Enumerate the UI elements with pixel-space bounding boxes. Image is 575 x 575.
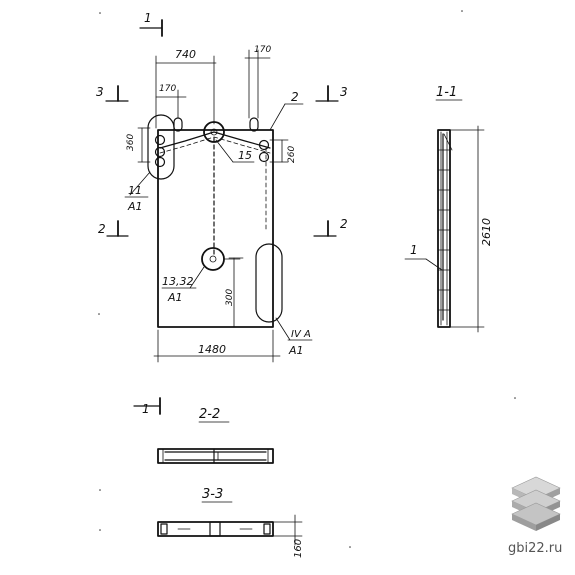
section-3-3-end-left — [160, 523, 168, 535]
front-view — [147, 114, 283, 328]
section-3-3-view: 3-3 160 — [157, 487, 304, 558]
section-3-3-end-right — [263, 523, 271, 535]
callout-11-a1: 11 A1 — [124, 171, 151, 213]
section-marker-2-left: 2 — [98, 220, 129, 237]
dim-1480: 1480 — [153, 329, 281, 363]
site-logo: gbi22.ru — [508, 476, 562, 556]
section-2-2-view: 2-2 — [157, 407, 274, 464]
dim-300-label: 300 — [225, 289, 235, 306]
section-2-2-body — [157, 448, 274, 464]
section-1-top-label: 1 — [144, 11, 152, 25]
stacked-slabs-icon — [511, 476, 561, 531]
section-1-1-hook — [443, 133, 453, 151]
scan-specks — [98, 10, 516, 548]
section-3-3-body — [157, 521, 274, 537]
section-marker-3-right: 3 — [315, 85, 348, 102]
callout-1332-label: 13,32 — [162, 275, 194, 288]
section-marker-3-left: 3 — [96, 85, 129, 102]
dim-170-right-label: 170 — [254, 45, 271, 55]
dim-160-label: 160 — [293, 539, 304, 558]
callout-1332-a1-label: A1 — [167, 291, 183, 304]
callout-11-label: 11 — [128, 184, 142, 197]
callout-11-a1-label: A1 — [127, 200, 143, 213]
right-hole-1 — [258, 139, 270, 151]
section-marker-1-bottom: 1 — [133, 397, 161, 416]
dim-2610-label: 2610 — [480, 218, 493, 246]
section-1-1-callout-1: 1 — [410, 243, 418, 257]
dim-740: 740 — [155, 48, 217, 129]
dim-260: 260 — [269, 139, 297, 163]
section-1-1-ties — [437, 149, 451, 311]
section-3-3-center-part — [209, 521, 221, 537]
callout-iva-a1: IV A A1 — [275, 317, 313, 357]
section-1-1-title: 1-1 — [436, 85, 457, 100]
dim-740-label: 740 — [175, 48, 196, 61]
oval-left-hole-2 — [154, 146, 166, 158]
oval-right — [255, 243, 283, 323]
section-1-bottom-label: 1 — [142, 402, 150, 416]
site-url: gbi22.ru — [508, 541, 562, 556]
dim-1480-label: 1480 — [198, 343, 226, 356]
right-hole-2 — [258, 151, 270, 163]
lifting-loop-left — [173, 117, 183, 132]
section-1-1-view: 1-1 2610 1 — [404, 85, 493, 333]
section-2-left-label: 2 — [98, 222, 106, 236]
callout-1332-a1: 13,32 A1 — [161, 266, 205, 304]
panel-outline — [157, 129, 274, 328]
section-marker-1-top: 1 — [139, 11, 163, 37]
sloped-rebar-2 — [159, 136, 271, 154]
section-marker-2-right: 2 — [313, 217, 348, 237]
dim-300: 300 — [225, 257, 244, 328]
dim-170-right: 170 — [244, 45, 271, 119]
section-1-1-body — [437, 129, 451, 328]
embedded-part-mid-core — [209, 255, 217, 263]
lifting-loop-right — [249, 117, 259, 132]
oval-left-hole-1 — [154, 134, 166, 146]
oval-left — [147, 114, 175, 180]
sloped-rebar — [159, 131, 271, 149]
embedded-part-mid — [201, 247, 225, 271]
callout-iva-a1-label: A1 — [288, 344, 304, 357]
callout-iva-label: IV A — [291, 329, 311, 340]
embedded-part-top-core — [210, 128, 218, 136]
callout-15: 15 — [215, 139, 255, 163]
callout-2: 2 — [269, 90, 304, 131]
dim-360-label: 360 — [126, 134, 136, 151]
callout-2-label: 2 — [291, 90, 299, 104]
section-3-right-label: 3 — [340, 85, 348, 99]
section-3-left-label: 3 — [96, 85, 104, 99]
dim-170-left: 170 — [155, 84, 187, 119]
oval-left-hole-3 — [154, 156, 166, 168]
section-2-2-title: 2-2 — [199, 407, 220, 422]
callout-15-label: 15 — [238, 149, 252, 162]
dim-170-left-label: 170 — [159, 84, 176, 94]
section-3-3-title: 3-3 — [202, 487, 223, 502]
section-2-right-label: 2 — [340, 217, 348, 231]
dim-260-label: 260 — [287, 146, 297, 163]
dim-360: 360 — [126, 127, 151, 163]
